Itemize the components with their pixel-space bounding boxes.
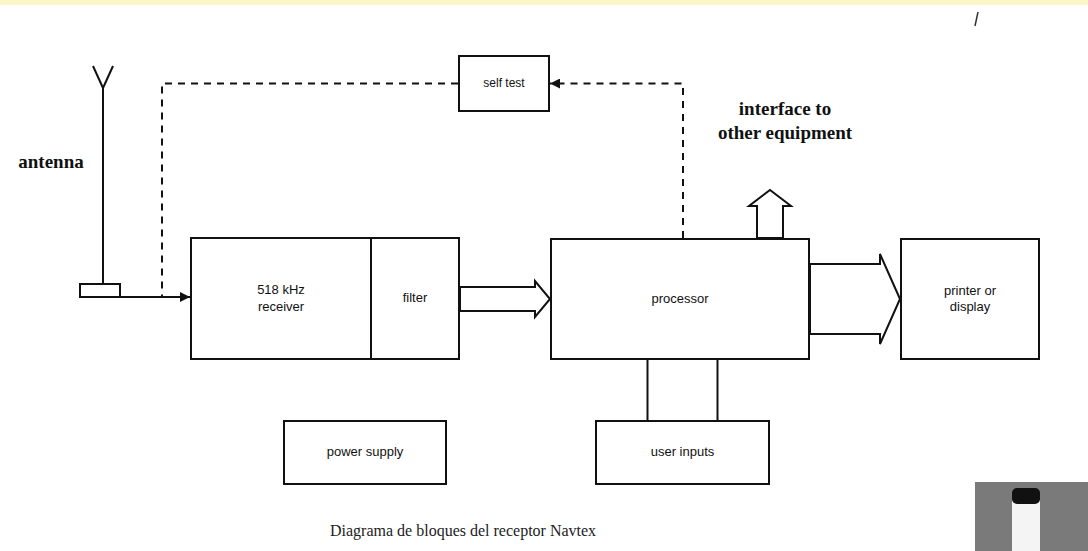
output-arrow xyxy=(810,254,900,344)
box-label: user inputs xyxy=(651,444,715,460)
output-box: printer or display xyxy=(900,238,1040,360)
filter-box: filter xyxy=(370,237,460,360)
box-label: filter xyxy=(403,290,428,306)
power-box: power supply xyxy=(283,420,447,485)
receiver-box: 518 kHz receiver xyxy=(190,237,372,360)
box-label: power supply xyxy=(327,444,404,460)
figure-caption: Diagrama de bloques del receptor Navtex xyxy=(330,522,596,540)
antenna-photo xyxy=(975,482,1088,551)
box-label: printer or display xyxy=(939,283,1001,316)
antenna-label: antenna xyxy=(6,150,96,174)
input-bus xyxy=(648,360,718,420)
scan-mark xyxy=(975,12,978,26)
box-label: processor xyxy=(651,291,708,307)
data-arrow xyxy=(460,281,550,317)
input-box: user inputs xyxy=(595,420,770,485)
box-label: 518 kHz receiver xyxy=(236,282,326,315)
top-band xyxy=(0,0,1088,5)
interface-label: interface to other equipment xyxy=(690,97,880,145)
interface-arrow xyxy=(749,190,791,238)
self-test-box: self test xyxy=(458,55,550,112)
processor-box: processor xyxy=(550,238,810,360)
self-test-line xyxy=(550,84,683,239)
antenna-symbol xyxy=(80,66,192,297)
box-label: self test xyxy=(483,76,524,91)
